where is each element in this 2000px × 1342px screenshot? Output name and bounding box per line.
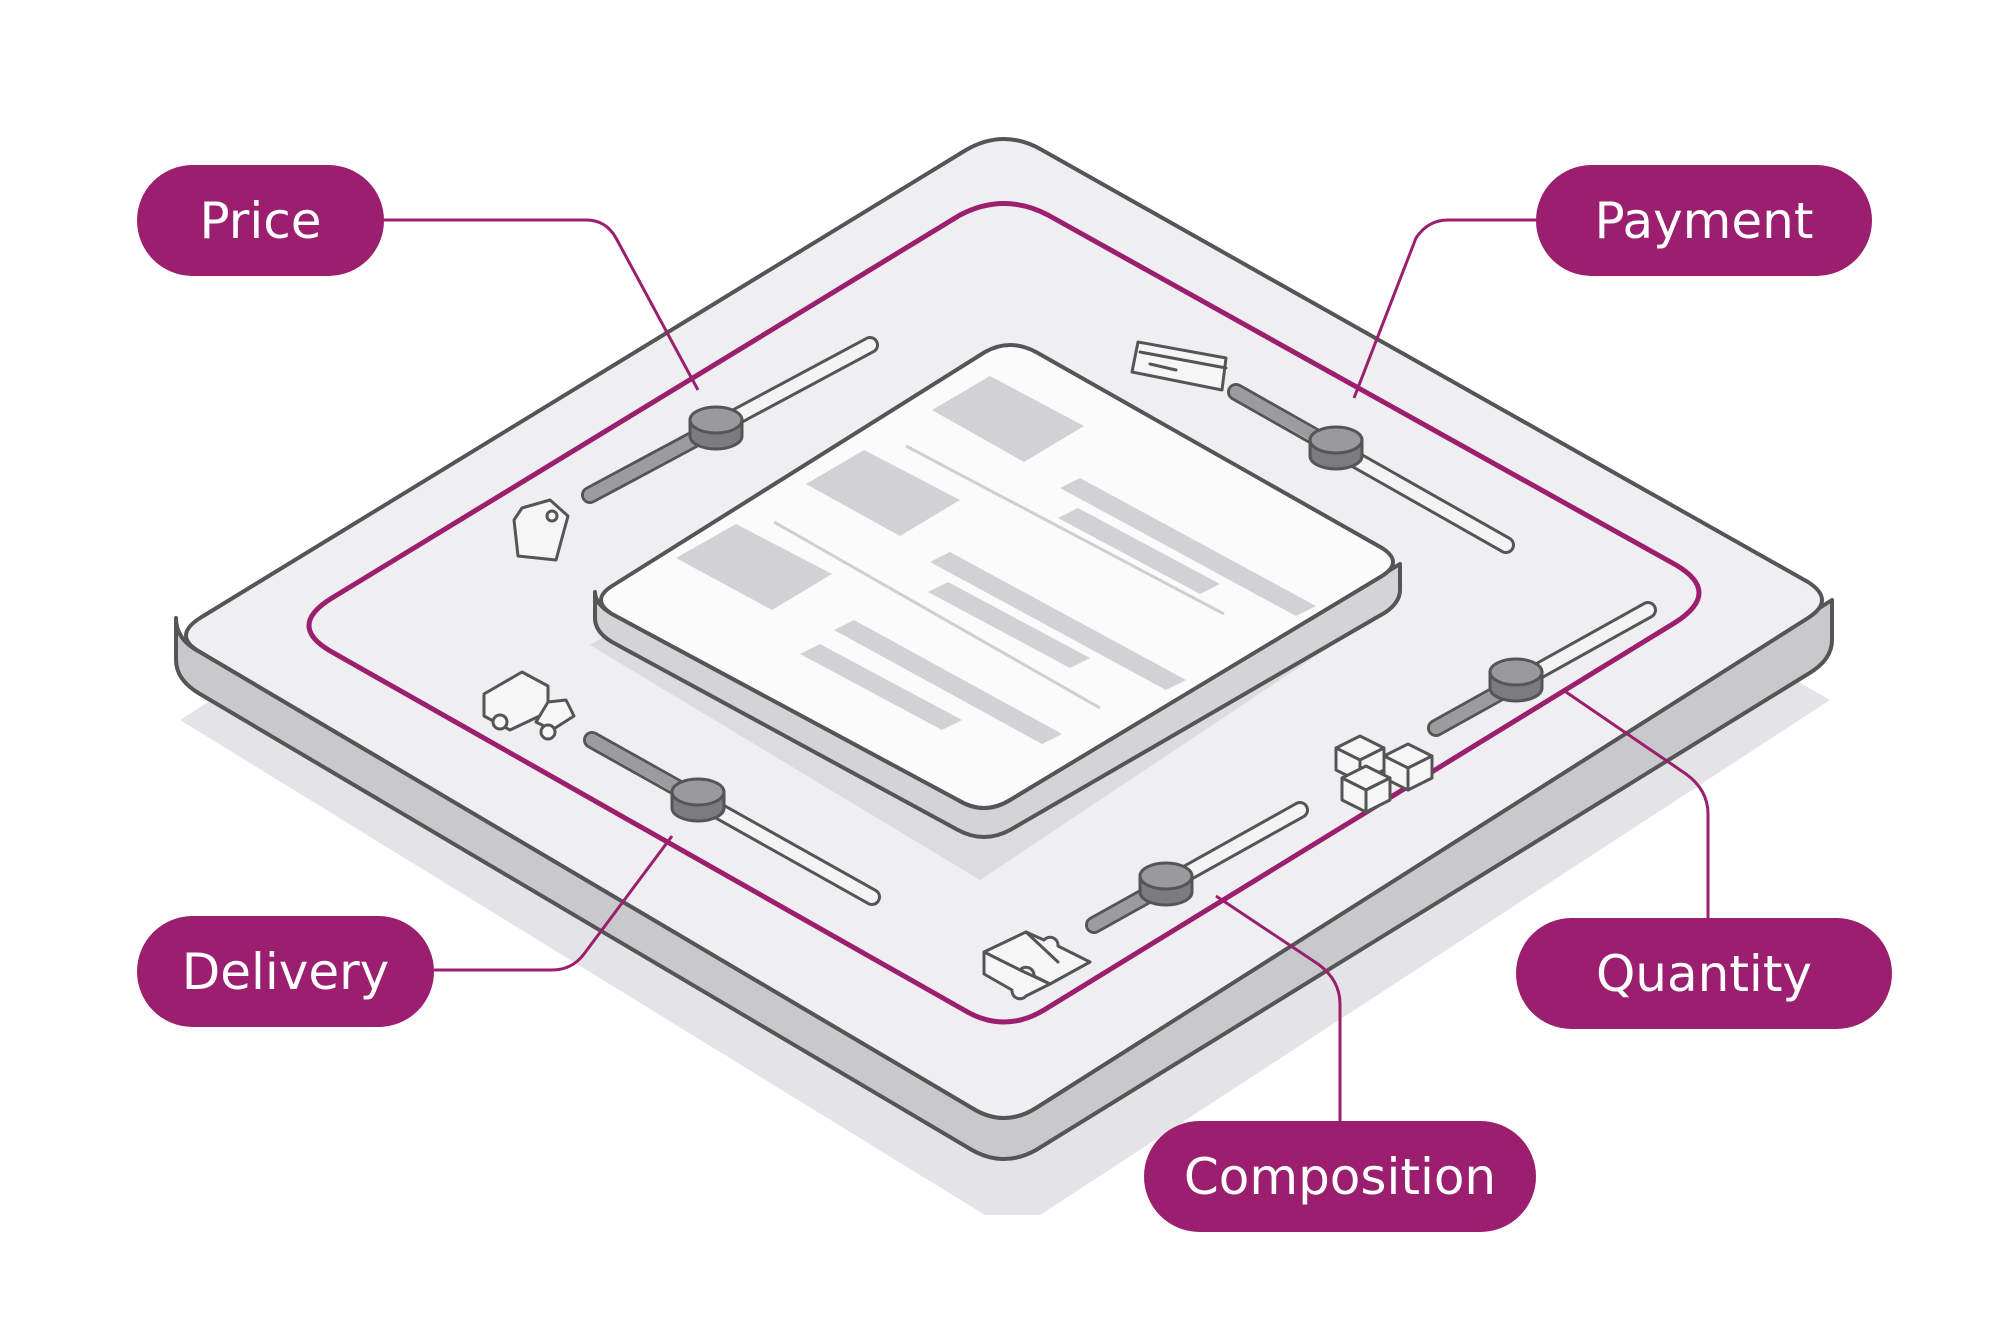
label-delivery: Delivery — [137, 916, 434, 1027]
divider-line — [905, 444, 1225, 616]
leader-lines — [384, 218, 1710, 1122]
slider-knob[interactable] — [1308, 425, 1364, 471]
slider-delivery[interactable] — [583, 731, 881, 906]
delivery-truck-icon — [482, 670, 576, 741]
price-tag-icon — [512, 498, 570, 562]
slider-knob[interactable] — [688, 405, 744, 451]
label-payment: Payment — [1536, 165, 1872, 276]
slider-quantity[interactable] — [1427, 601, 1657, 737]
puzzle-icon — [982, 930, 1092, 1001]
label-quantity-text: Quantity — [1596, 945, 1812, 1003]
image-placeholder-1 — [932, 376, 1084, 462]
label-quantity: Quantity — [1516, 918, 1892, 1029]
text-placeholder — [1058, 508, 1220, 594]
label-composition-text: Composition — [1184, 1148, 1496, 1206]
slider-payment[interactable] — [1227, 383, 1515, 554]
text-placeholder — [834, 620, 1062, 744]
center-panel — [590, 343, 1402, 880]
slider-composition[interactable] — [1085, 801, 1309, 934]
panel-top — [599, 343, 1395, 810]
image-placeholder-3 — [676, 524, 832, 610]
leader-composition — [1215, 894, 1342, 1122]
label-price-text: Price — [200, 192, 322, 250]
slider-price[interactable] — [581, 336, 879, 504]
divider-line — [773, 520, 1101, 710]
image-placeholder-2 — [806, 450, 960, 536]
text-placeholder — [930, 552, 1186, 690]
leader-quantity — [1565, 690, 1710, 918]
credit-card-icon — [1130, 340, 1228, 392]
text-placeholder — [928, 582, 1090, 668]
accent-loop — [306, 201, 1702, 1025]
label-price: Price — [137, 165, 384, 276]
label-composition: Composition — [1144, 1121, 1536, 1232]
slider-knob[interactable] — [1138, 861, 1194, 907]
slider-knob[interactable] — [670, 777, 726, 823]
cube-stack-icon — [1334, 734, 1434, 814]
label-delivery-text: Delivery — [182, 943, 390, 1001]
leader-payment — [1352, 218, 1536, 399]
leader-price — [384, 218, 700, 391]
slider-knob[interactable] — [1488, 657, 1544, 703]
text-placeholder — [1060, 478, 1316, 616]
text-placeholder — [800, 644, 962, 730]
leader-delivery — [434, 835, 674, 972]
label-payment-text: Payment — [1595, 192, 1814, 250]
